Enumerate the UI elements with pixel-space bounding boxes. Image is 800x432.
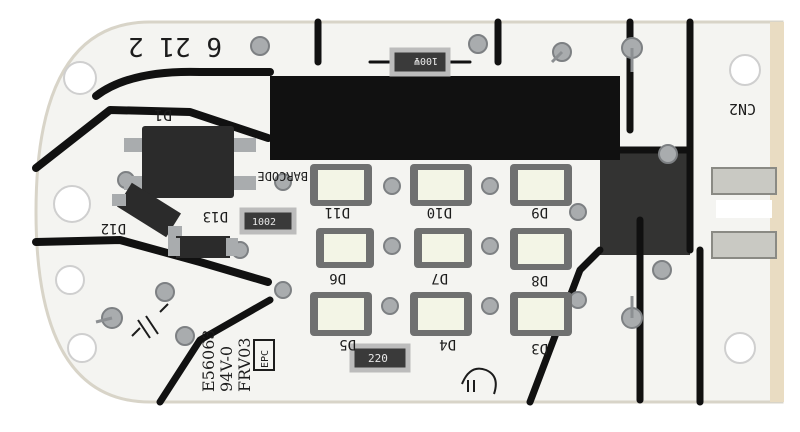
label-d7: D7 [431, 270, 448, 286]
copper-pour [600, 150, 690, 255]
board-edge [770, 22, 784, 402]
led-d3 [510, 292, 572, 336]
mounting-hole [724, 332, 756, 364]
label-cn2: CN2 [729, 100, 756, 118]
led-array [310, 164, 572, 336]
diode-d13 [168, 236, 238, 258]
label-d13: D13 [203, 208, 228, 224]
capacitor-symbol [131, 303, 169, 339]
copper-pour [270, 76, 620, 160]
label-barcode: BARCODE [257, 169, 308, 183]
resistor-label-r2: 1002 [252, 217, 276, 228]
resistor-r2 [239, 207, 297, 235]
marking-94v0: 94V-0 [217, 346, 236, 392]
led-d9 [510, 164, 572, 206]
resistor-r1 [389, 47, 451, 77]
led-d5 [310, 292, 372, 336]
mounting-hole [53, 185, 91, 223]
bridge-rectifier [124, 126, 256, 198]
connector-pad [711, 167, 777, 195]
label-d11: D11 [325, 204, 350, 220]
label-d10: D10 [427, 204, 452, 220]
led-d6 [316, 228, 374, 268]
marking-e56063: E56063 [199, 329, 218, 392]
mounting-hole [55, 265, 85, 295]
mounting-hole [67, 333, 97, 363]
connector-slot [716, 200, 772, 218]
marking-frv03: FRV03 [235, 338, 254, 393]
resistor-label-r3: 220 [368, 352, 388, 365]
label-d4: D4 [439, 336, 456, 352]
resistor-label-r1: 100Ψ [414, 55, 438, 66]
led-d4 [410, 292, 472, 336]
label-d12: D12 [101, 220, 126, 236]
wire-leads [95, 48, 634, 324]
epc-badge: EPC [253, 339, 275, 371]
resistor-r3 [349, 343, 411, 373]
label-d8: D8 [531, 272, 548, 288]
mounting-hole [729, 54, 761, 86]
diode-d12 [112, 182, 182, 238]
led-d10 [410, 164, 472, 206]
label-d1: D1 [154, 106, 172, 124]
led-d7 [414, 228, 472, 268]
led-d11 [310, 164, 372, 206]
batch-mark: 6 21 2 [128, 31, 222, 61]
label-d6: D6 [329, 270, 346, 286]
epc-label: EPC [260, 350, 271, 368]
label-d5: D5 [339, 336, 356, 352]
led-d8 [510, 228, 572, 270]
label-d3: D3 [531, 340, 548, 356]
ul-logo [461, 367, 497, 395]
connector-pad [711, 231, 777, 259]
label-d9: D9 [531, 204, 548, 220]
mounting-hole [63, 61, 97, 95]
